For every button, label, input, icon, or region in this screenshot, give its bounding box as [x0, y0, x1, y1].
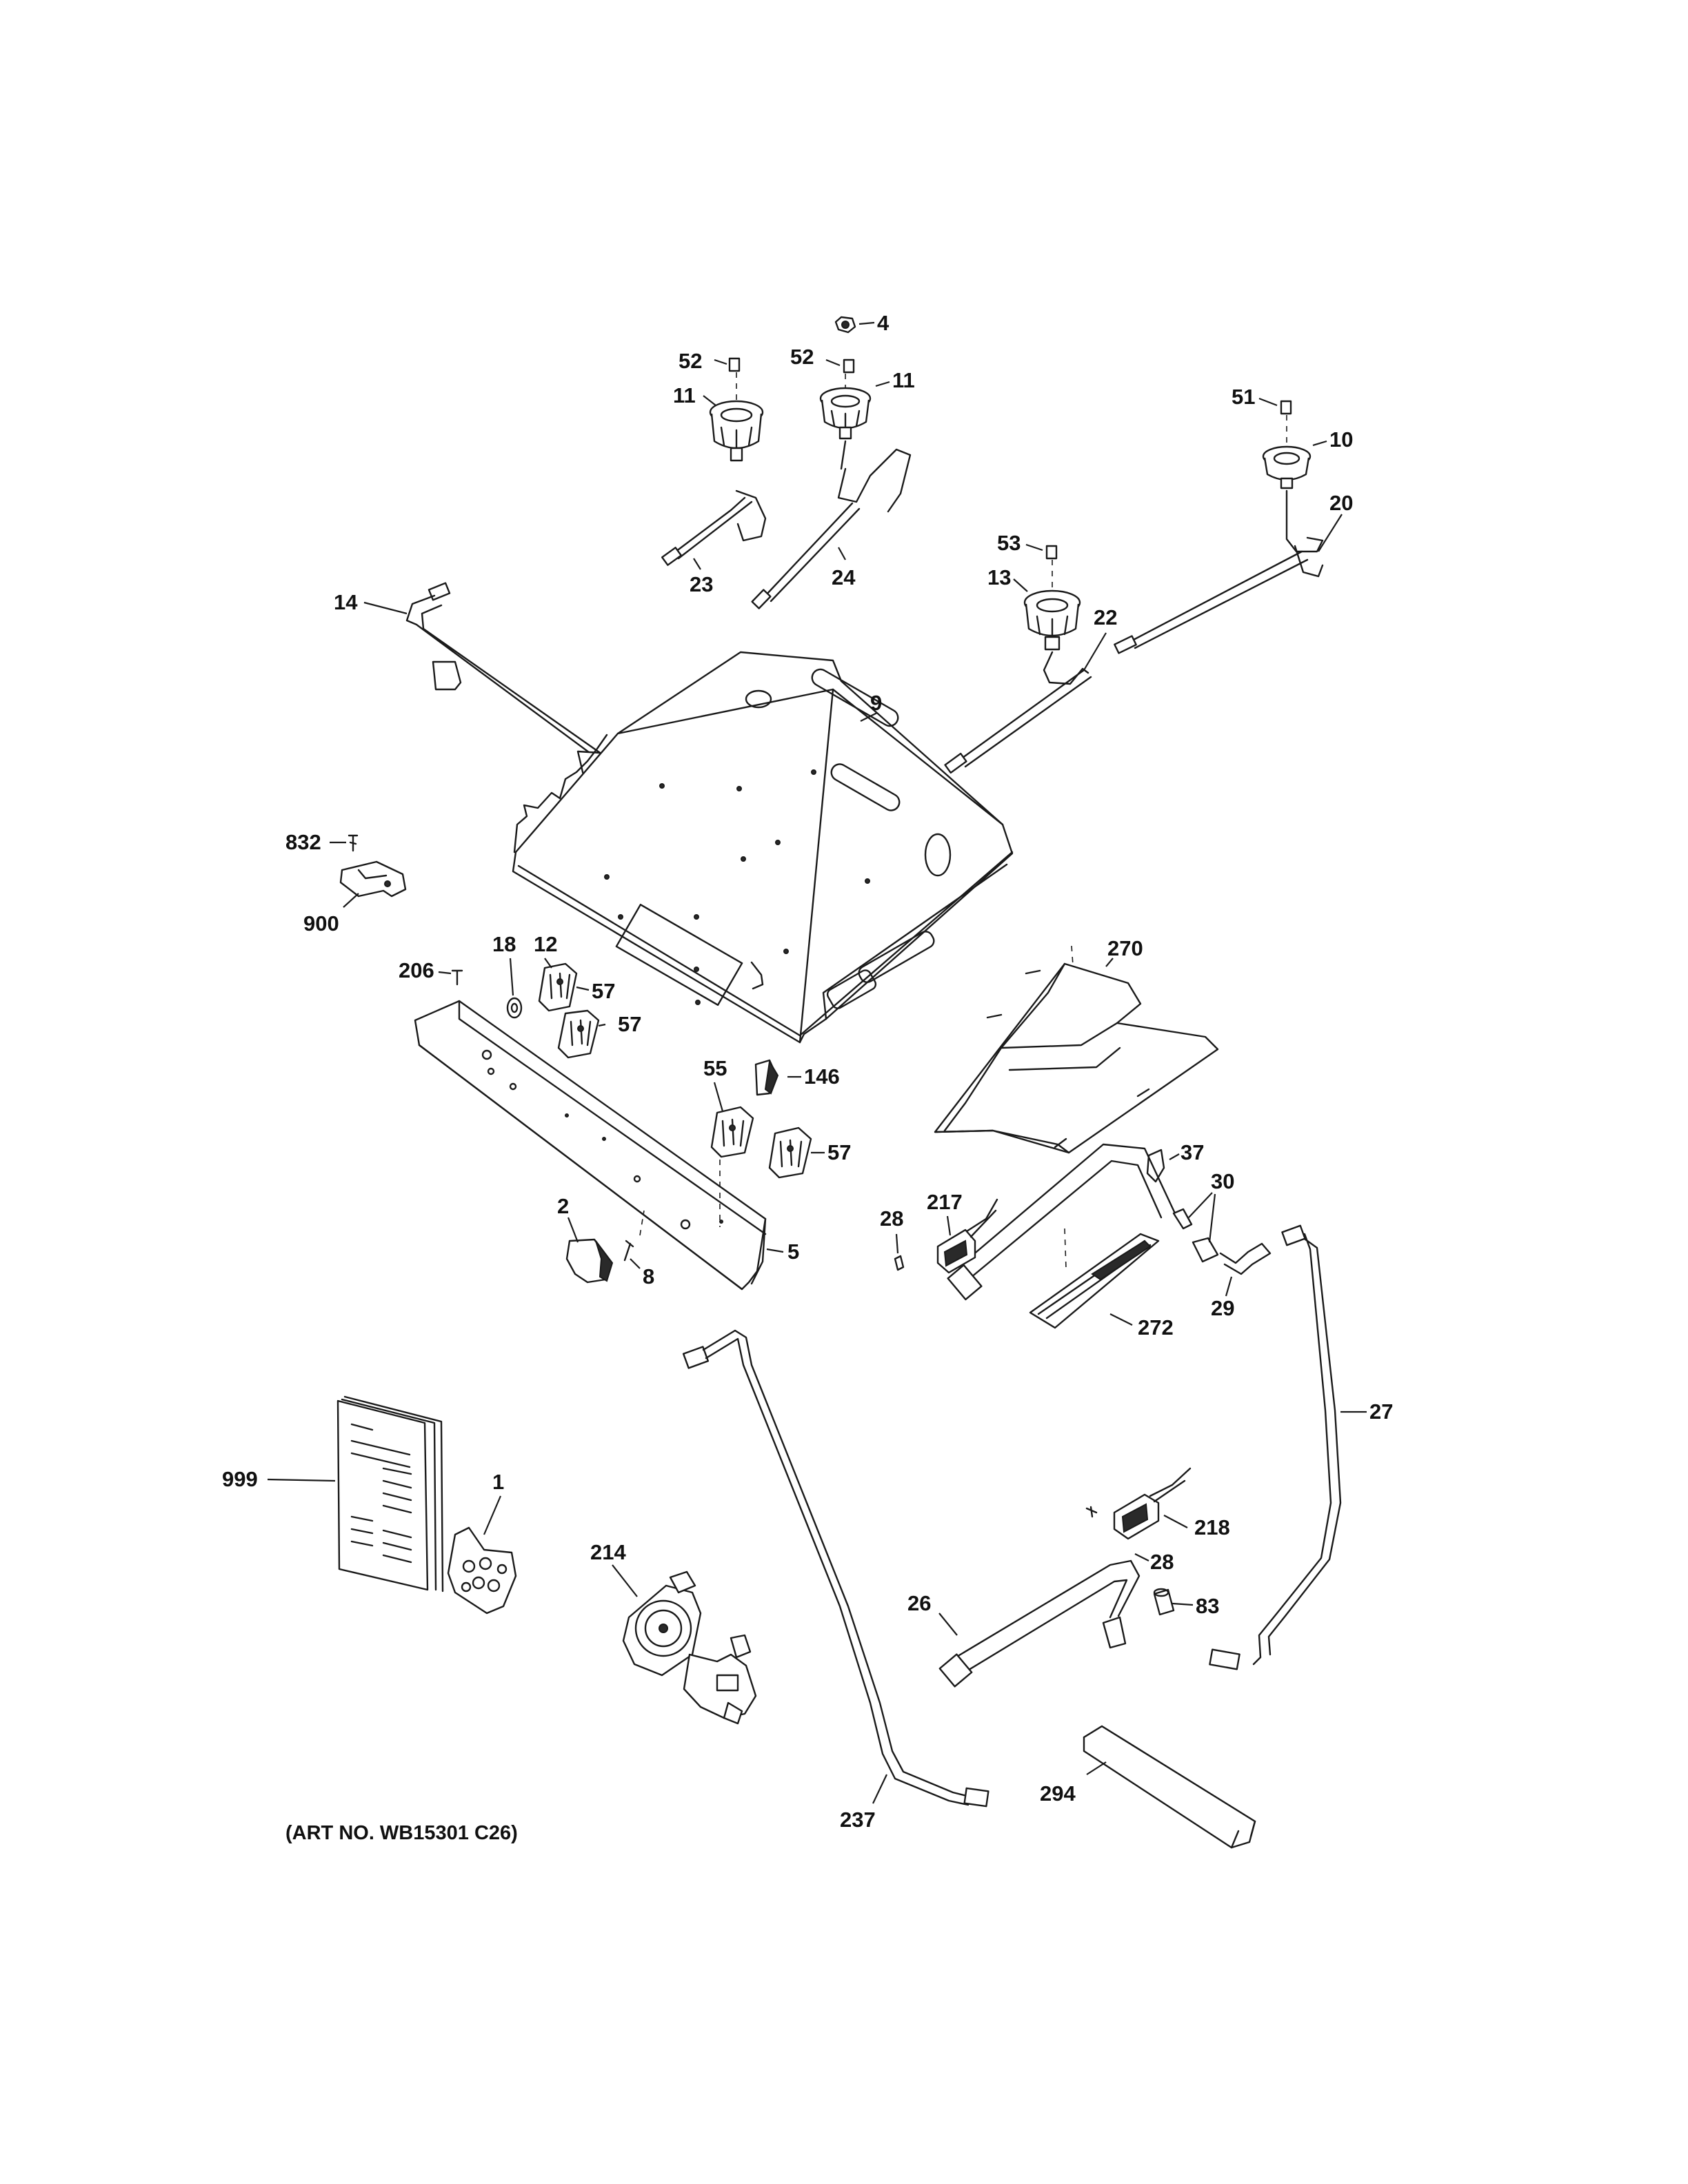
part-10-burner-head — [1262, 445, 1312, 489]
callout-206: 206 — [399, 958, 434, 982]
part-11-burner-head-left — [709, 400, 764, 462]
part-146-clip — [754, 1059, 779, 1096]
part-12-ignition-switch — [538, 962, 578, 1012]
part-270-oven-bottom-shield — [934, 962, 1219, 1154]
callout-5: 5 — [787, 1240, 799, 1264]
part-8-screw — [623, 1240, 634, 1262]
callout-23: 23 — [690, 572, 713, 596]
callout-1: 1 — [492, 1470, 504, 1494]
callout-26: 26 — [907, 1591, 931, 1615]
part-217-igniter — [936, 1198, 998, 1274]
part-30-oven-orifice — [1172, 1208, 1219, 1263]
callout-2: 2 — [557, 1194, 569, 1218]
callout-57-b: 57 — [618, 1012, 641, 1036]
part-206-screw — [451, 969, 463, 986]
part-1-hardware-bag — [447, 1526, 517, 1615]
part-218-igniter — [1113, 1467, 1192, 1540]
art-number-label: (ART NO. WB15301 C26) — [285, 1822, 518, 1844]
callout-270: 270 — [1107, 936, 1143, 960]
callout-13: 13 — [987, 565, 1011, 589]
callout-999: 999 — [222, 1467, 258, 1491]
part-5-manifold-panel — [414, 1000, 767, 1291]
part-11-burner-head-right — [819, 387, 872, 440]
part-52-orifice-right — [843, 358, 855, 374]
part-83-orifice-cap — [1153, 1588, 1175, 1616]
callout-832: 832 — [285, 830, 321, 854]
callout-294: 294 — [1040, 1781, 1076, 1806]
callout-52-left: 52 — [679, 349, 702, 373]
part-214-regulator-valve — [622, 1570, 757, 1725]
part-22-burner-tube — [944, 651, 1092, 774]
callout-37: 37 — [1180, 1140, 1204, 1164]
callout-214: 214 — [590, 1540, 626, 1564]
part-294-bracket — [1083, 1725, 1256, 1849]
part-57-ignition-switch-b — [768, 1126, 812, 1179]
part-237-gas-tube — [682, 1329, 989, 1808]
callout-146: 146 — [804, 1064, 840, 1089]
callout-57-a: 57 — [592, 979, 615, 1003]
callout-8: 8 — [643, 1264, 654, 1288]
part-832-screw — [348, 834, 359, 852]
callout-11-left: 11 — [673, 383, 696, 407]
callout-217: 217 — [927, 1190, 963, 1214]
part-9-burner-box — [512, 651, 1014, 1044]
callout-57-c: 57 — [827, 1140, 851, 1164]
callout-218: 218 — [1194, 1515, 1230, 1539]
callout-12: 12 — [534, 932, 557, 956]
callout-237: 237 — [840, 1808, 876, 1832]
part-51-orifice — [1280, 400, 1292, 415]
part-37-spreader-clip — [1146, 1149, 1165, 1183]
callout-83: 83 — [1196, 1594, 1219, 1618]
part-27-gas-tube — [1209, 1224, 1342, 1670]
callout-10: 10 — [1329, 427, 1353, 452]
callout-28-b: 28 — [1150, 1550, 1174, 1574]
callout-22: 22 — [1094, 605, 1117, 629]
callout-29: 29 — [1211, 1296, 1234, 1320]
callout-55: 55 — [703, 1056, 727, 1080]
part-20-burner-tube — [1114, 489, 1324, 654]
callout-24: 24 — [832, 565, 856, 589]
callout-28-a: 28 — [880, 1206, 903, 1231]
part-24-burner-tube — [751, 440, 912, 609]
part-29-elbow — [1219, 1242, 1272, 1275]
callout-30: 30 — [1211, 1169, 1234, 1193]
callout-18: 18 — [492, 932, 516, 956]
callout-272: 272 — [1138, 1315, 1174, 1339]
callout-20: 20 — [1329, 491, 1353, 515]
part-900-bracket — [339, 860, 407, 898]
callout-27: 27 — [1369, 1399, 1393, 1424]
part-13-burner-head — [1023, 589, 1081, 651]
callout-9: 9 — [870, 691, 882, 715]
callout-53: 53 — [997, 531, 1021, 555]
part-28-screw-a — [894, 1255, 905, 1271]
part-53-orifice — [1045, 545, 1058, 560]
part-26-broil-burner — [938, 1559, 1141, 1688]
part-52-orifice-left — [728, 357, 741, 372]
part-18-grommet — [506, 997, 523, 1019]
part-2-knob — [565, 1238, 614, 1284]
part-23-burner-tube — [661, 489, 767, 566]
callout-4: 4 — [877, 311, 890, 335]
callout-51: 51 — [1232, 385, 1255, 409]
part-999-literature — [336, 1395, 444, 1593]
part-55-ignition-switch — [710, 1106, 754, 1158]
part-57-ignition-switch-a — [557, 1009, 600, 1059]
callout-14: 14 — [334, 590, 358, 614]
part-4-nut — [834, 316, 856, 334]
callout-11-right: 11 — [892, 368, 915, 392]
part-28-screw-b — [1085, 1506, 1098, 1518]
callout-52-right: 52 — [790, 345, 814, 369]
callout-900: 900 — [303, 911, 339, 936]
part-272-oven-burner — [947, 1143, 1176, 1329]
